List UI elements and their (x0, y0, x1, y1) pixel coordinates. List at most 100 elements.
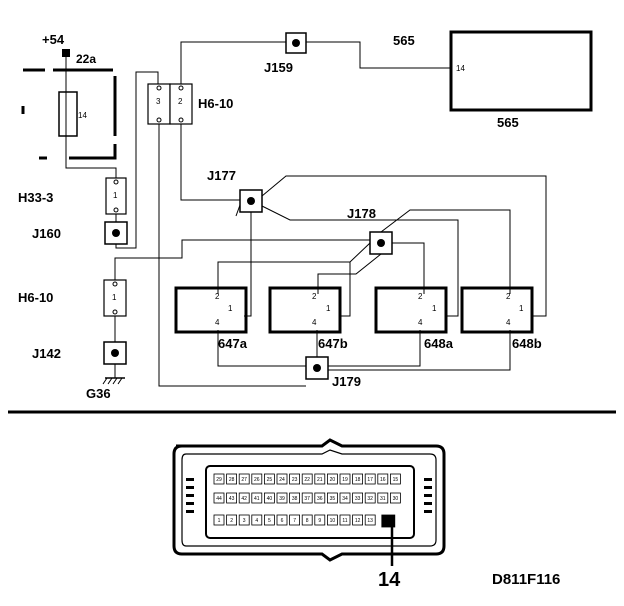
h6-top-pin-3: 3 (156, 97, 161, 106)
565-bottom-label: 565 (497, 115, 519, 130)
565-pin-label: 14 (456, 64, 465, 73)
module-647a: 2 1 4 (174, 286, 248, 334)
connector-pin-label: 9 (318, 518, 321, 524)
647a-pin4: 4 (215, 318, 220, 327)
g36-label: G36 (86, 386, 111, 401)
connector-pin-label: 33 (355, 496, 361, 502)
connector-pin-21 (314, 473, 326, 485)
j178-label: J178 (347, 206, 376, 221)
connector-h6-10-top: 3 2 (147, 83, 193, 125)
connector-pin-19 (339, 473, 351, 485)
h33-3-label: H33-3 (18, 190, 53, 205)
connector-pin-label: 8 (306, 518, 309, 524)
connector-pin-label: 28 (229, 477, 235, 483)
figure-code: D811F116 (492, 571, 560, 588)
connector-pin-label: 37 (304, 496, 310, 502)
648a-pin1: 1 (432, 304, 437, 313)
connector-pin-label: 34 (342, 496, 348, 502)
connector-h33-3: 1 (105, 177, 127, 215)
j178-wires (217, 209, 511, 317)
j159-label: J159 (264, 60, 293, 75)
h6-left-pin-label: 1 (112, 293, 117, 302)
connector-pin-35 (326, 492, 338, 504)
connector-pin-3 (238, 514, 250, 526)
connector-pin-label: 32 (367, 496, 373, 502)
connector-pin-label: 44 (216, 496, 222, 502)
connector-pin-23 (289, 473, 301, 485)
connector-pin-7 (289, 514, 301, 526)
connector-pin-label: 4 (255, 518, 258, 524)
connector-pin-label: 15 (393, 477, 399, 483)
connector-pin-label: 40 (267, 496, 273, 502)
connector-pin-40 (263, 492, 275, 504)
connector-pin-36 (314, 492, 326, 504)
module-648b: 2 1 4 (460, 286, 534, 334)
connector-pin-label: 5 (268, 518, 271, 524)
connector-pin-label: 13 (367, 518, 373, 524)
j160-label: J160 (32, 226, 61, 241)
fuse-box: 14 (21, 68, 117, 160)
junction-j179 (305, 356, 329, 380)
connector-pin-label: 20 (330, 477, 336, 483)
j179-wires (217, 330, 511, 371)
connector-pin-32 (364, 492, 376, 504)
junction-j159 (285, 32, 307, 54)
j177-label: J177 (207, 168, 236, 183)
connector-pin-label: 42 (241, 496, 247, 502)
connector-pin-label: 23 (292, 477, 298, 483)
supply-terminal (62, 49, 70, 57)
648b-pin1: 1 (519, 304, 524, 313)
connector-pin-24 (276, 473, 288, 485)
648b-label: 648b (512, 336, 542, 351)
fuse-number: 14 (78, 111, 87, 120)
connector-pin-label: 35 (330, 496, 336, 502)
connector-h6-10-left: 1 (103, 279, 127, 317)
connector-pin-11 (339, 514, 351, 526)
648a-pin2: 2 (418, 292, 423, 301)
connector-pin-14-label: 14 (378, 569, 401, 591)
connector-pin-14 (381, 514, 396, 528)
junction-j142 (103, 341, 127, 365)
ground-g36 (102, 364, 125, 385)
j177-wires (235, 175, 547, 317)
647b-pin1: 1 (326, 304, 331, 313)
h6-10-top-label: H6-10 (198, 96, 233, 111)
connector-pin-20 (326, 473, 338, 485)
648a-pin4: 4 (418, 318, 423, 327)
connector-pin-33 (352, 492, 364, 504)
647a-pin1: 1 (228, 304, 233, 313)
647a-label: 647a (218, 336, 248, 351)
connector-pin-label: 21 (317, 477, 323, 483)
connector-pin-label: 41 (254, 496, 260, 502)
connector-pin-34 (339, 492, 351, 504)
connector-pin-label: 30 (393, 496, 399, 502)
connector-pin-38 (289, 492, 301, 504)
connector-pin-8 (301, 514, 313, 526)
connector-pin-label: 43 (229, 496, 235, 502)
component-565 (449, 30, 593, 112)
647b-pin2: 2 (312, 292, 317, 301)
connector-pin-label: 31 (380, 496, 386, 502)
connector-pin-29 (213, 473, 225, 485)
connector-pin-42 (238, 492, 250, 504)
648b-pin2: 2 (506, 292, 511, 301)
h6-top-pin-2: 2 (178, 97, 183, 106)
connector-pin-label: 25 (267, 477, 273, 483)
connector-pin-1 (213, 514, 225, 526)
junction-j178 (369, 231, 393, 255)
connector-pin-label: 11 (342, 518, 347, 524)
connector-pin-12 (352, 514, 364, 526)
connector-pin-9 (314, 514, 326, 526)
connector-pin-18 (352, 473, 364, 485)
junction-j160 (104, 221, 128, 245)
647a-pin2: 2 (215, 292, 220, 301)
module-647b: 2 1 4 (268, 286, 342, 334)
connector-pin-44 (213, 492, 225, 504)
h6-10-left-label: H6-10 (18, 290, 53, 305)
j179-label: J179 (332, 374, 361, 389)
connector-pin-17 (364, 473, 376, 485)
connector-pin-15 (389, 473, 401, 485)
connector-pin-label: 29 (216, 477, 222, 483)
